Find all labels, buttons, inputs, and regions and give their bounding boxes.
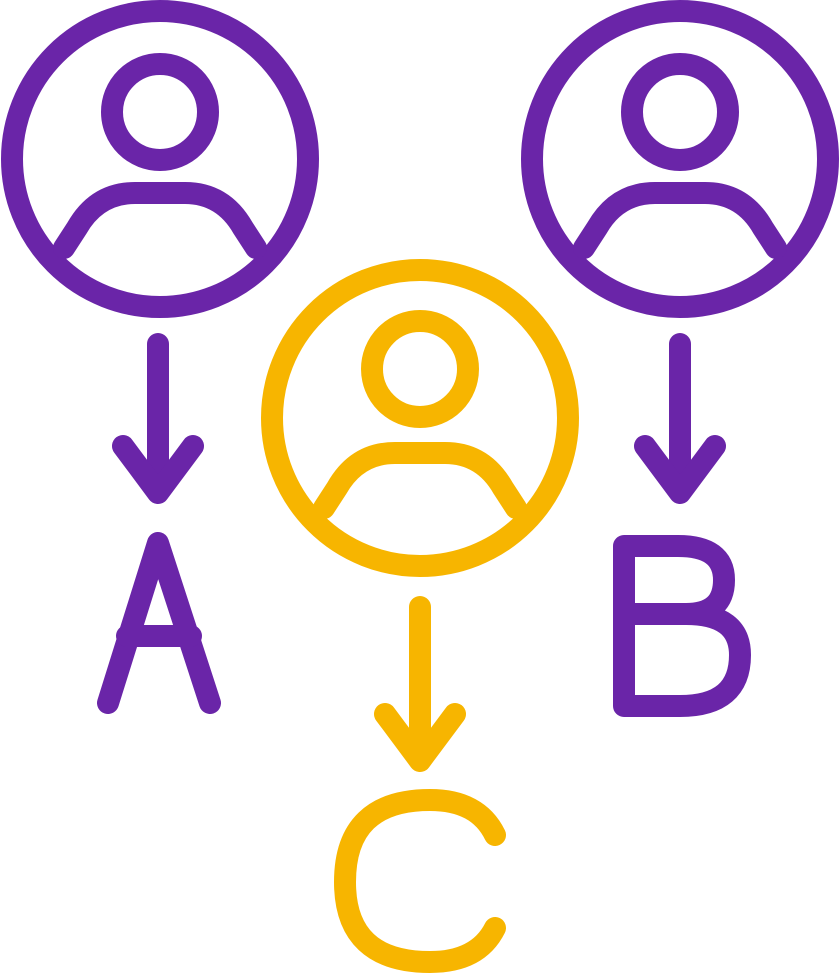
arrow-down-icon-a [112, 333, 204, 504]
arrow-down-icon-b [634, 333, 726, 504]
letter-a [97, 532, 221, 714]
letter-b [613, 535, 751, 717]
person-a-icon [1, 0, 319, 318]
arrow-down-icon-c [374, 596, 466, 772]
letter-c [334, 789, 506, 973]
person-c-icon [261, 259, 579, 577]
person-b-icon [521, 0, 839, 318]
